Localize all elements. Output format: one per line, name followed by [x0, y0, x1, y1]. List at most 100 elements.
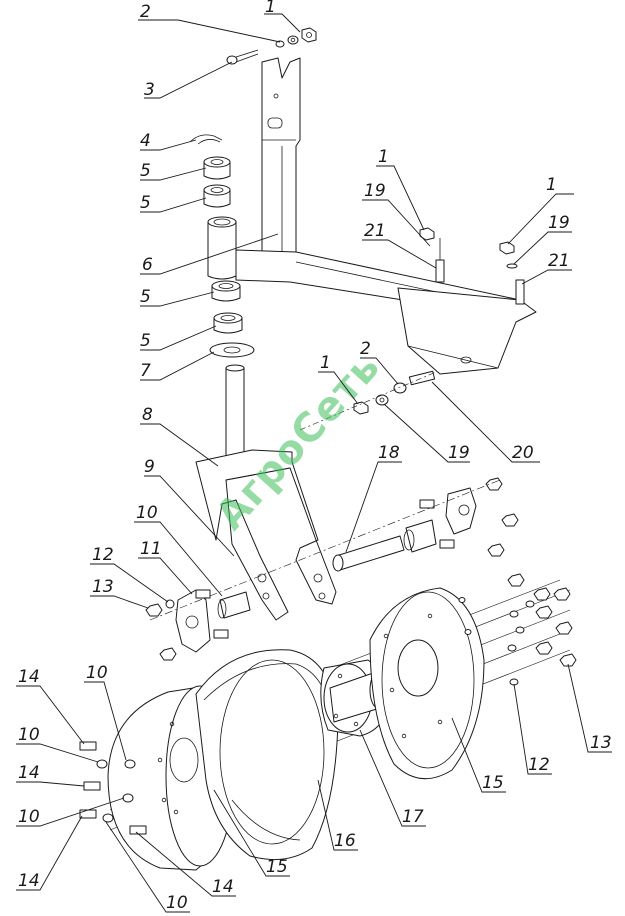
top-fasteners	[226, 27, 317, 65]
callout-label: 21	[548, 251, 570, 271]
axle-part-18	[332, 477, 519, 572]
callout-label: 10	[18, 725, 40, 745]
callout-label: 10	[18, 807, 40, 827]
callout-layer: 2 1 3 4 5 5 6 1	[16, 0, 612, 913]
callout-label: 1	[265, 0, 276, 17]
right-nuts-column	[458, 573, 577, 686]
callout-1: 1	[264, 0, 301, 33]
callout-13: 13	[567, 663, 612, 753]
callout-label: 19	[364, 181, 386, 201]
callout-label: 18	[378, 443, 400, 463]
callout-label: 8	[142, 405, 153, 425]
callout-17: 17	[359, 729, 426, 827]
callout-label: 14	[18, 871, 40, 891]
callout-15: 15	[213, 789, 290, 877]
callout-label: 14	[212, 877, 234, 897]
callout-18: 18	[345, 443, 402, 553]
callout-10: 10	[16, 797, 125, 827]
callout-10: 10	[134, 503, 223, 597]
callout-19: 19	[513, 213, 572, 265]
callout-label: 14	[18, 763, 40, 783]
callout-label: 13	[92, 577, 114, 597]
callout-label: 1	[546, 175, 557, 195]
callout-12: 12	[90, 545, 169, 603]
callout-1: 1	[318, 353, 359, 405]
callout-20: 20	[431, 381, 540, 463]
callout-label: 10	[136, 503, 158, 523]
callout-label: 15	[482, 773, 504, 793]
callout-label: 4	[140, 131, 151, 151]
callout-4: 4	[140, 131, 197, 151]
callout-16: 16	[317, 779, 358, 851]
left-bolts-column	[79, 741, 147, 835]
bracket-bolts	[419, 227, 525, 305]
callout-21: 21	[521, 251, 572, 285]
callout-21: 21	[362, 221, 437, 269]
callout-label: 12	[528, 755, 550, 775]
callout-label: 5	[140, 331, 151, 351]
callout-8: 8	[140, 405, 219, 467]
callout-10: 10	[84, 663, 127, 761]
callout-11: 11	[138, 539, 193, 595]
callout-5: 5	[140, 161, 207, 181]
callout-5: 5	[140, 193, 207, 213]
callout-10: 10	[105, 821, 190, 913]
callout-label: 16	[334, 831, 356, 851]
callout-label: 17	[402, 807, 424, 827]
post-part-6	[261, 57, 301, 273]
callout-label: 7	[140, 361, 151, 381]
callout-14: 14	[16, 667, 85, 745]
callout-14: 14	[16, 815, 83, 891]
sleeve-tube	[207, 216, 237, 280]
callout-label: 3	[144, 80, 155, 100]
left-flange-part-11	[145, 589, 251, 661]
fork-part-8	[195, 364, 337, 621]
callout-label: 19	[448, 443, 470, 463]
callout-label: 13	[590, 733, 612, 753]
callout-label: 15	[266, 857, 288, 877]
callout-label: 2	[140, 2, 151, 22]
bushings-lower	[209, 280, 255, 358]
callout-label: 12	[92, 545, 114, 565]
right-wheel-disc-part-15	[369, 587, 485, 780]
callout-label: 5	[140, 287, 151, 307]
callout-14: 14	[135, 831, 236, 897]
callout-13: 13	[90, 577, 149, 609]
tire-part-16	[195, 649, 339, 861]
callout-label: 6	[142, 255, 153, 275]
callout-label: 19	[548, 213, 570, 233]
callout-label: 10	[86, 663, 108, 683]
callout-19: 19	[362, 181, 431, 247]
callout-label: 5	[140, 193, 151, 213]
callout-19: 19	[383, 403, 470, 463]
callout-2: 2	[138, 2, 281, 43]
callout-label: 11	[140, 539, 162, 559]
callout-label: 21	[364, 221, 386, 241]
callout-12: 12	[513, 683, 552, 775]
mounting-bracket	[397, 287, 537, 375]
callout-3: 3	[144, 61, 233, 100]
callout-9: 9	[144, 457, 235, 557]
callout-label: 1	[378, 147, 389, 167]
callout-label: 20	[512, 443, 534, 463]
callout-7: 7	[140, 351, 215, 381]
callout-10: 10	[16, 725, 99, 763]
callout-label: 2	[360, 339, 371, 359]
callout-15: 15	[451, 717, 506, 793]
callout-1: 1	[507, 175, 574, 245]
callout-label: 10	[166, 893, 188, 913]
callout-label: 14	[18, 667, 40, 687]
callout-5: 5	[140, 287, 215, 307]
callout-6: 6	[140, 233, 279, 275]
bushings-upper	[203, 156, 231, 208]
callout-5: 5	[140, 325, 217, 351]
callout-label: 5	[140, 161, 151, 181]
callout-1: 1	[376, 147, 425, 231]
callout-2: 2	[360, 339, 399, 385]
middle-fasteners	[299, 370, 437, 431]
callout-label: 1	[320, 353, 331, 373]
callout-14: 14	[16, 763, 85, 787]
callout-label: 9	[144, 457, 155, 477]
